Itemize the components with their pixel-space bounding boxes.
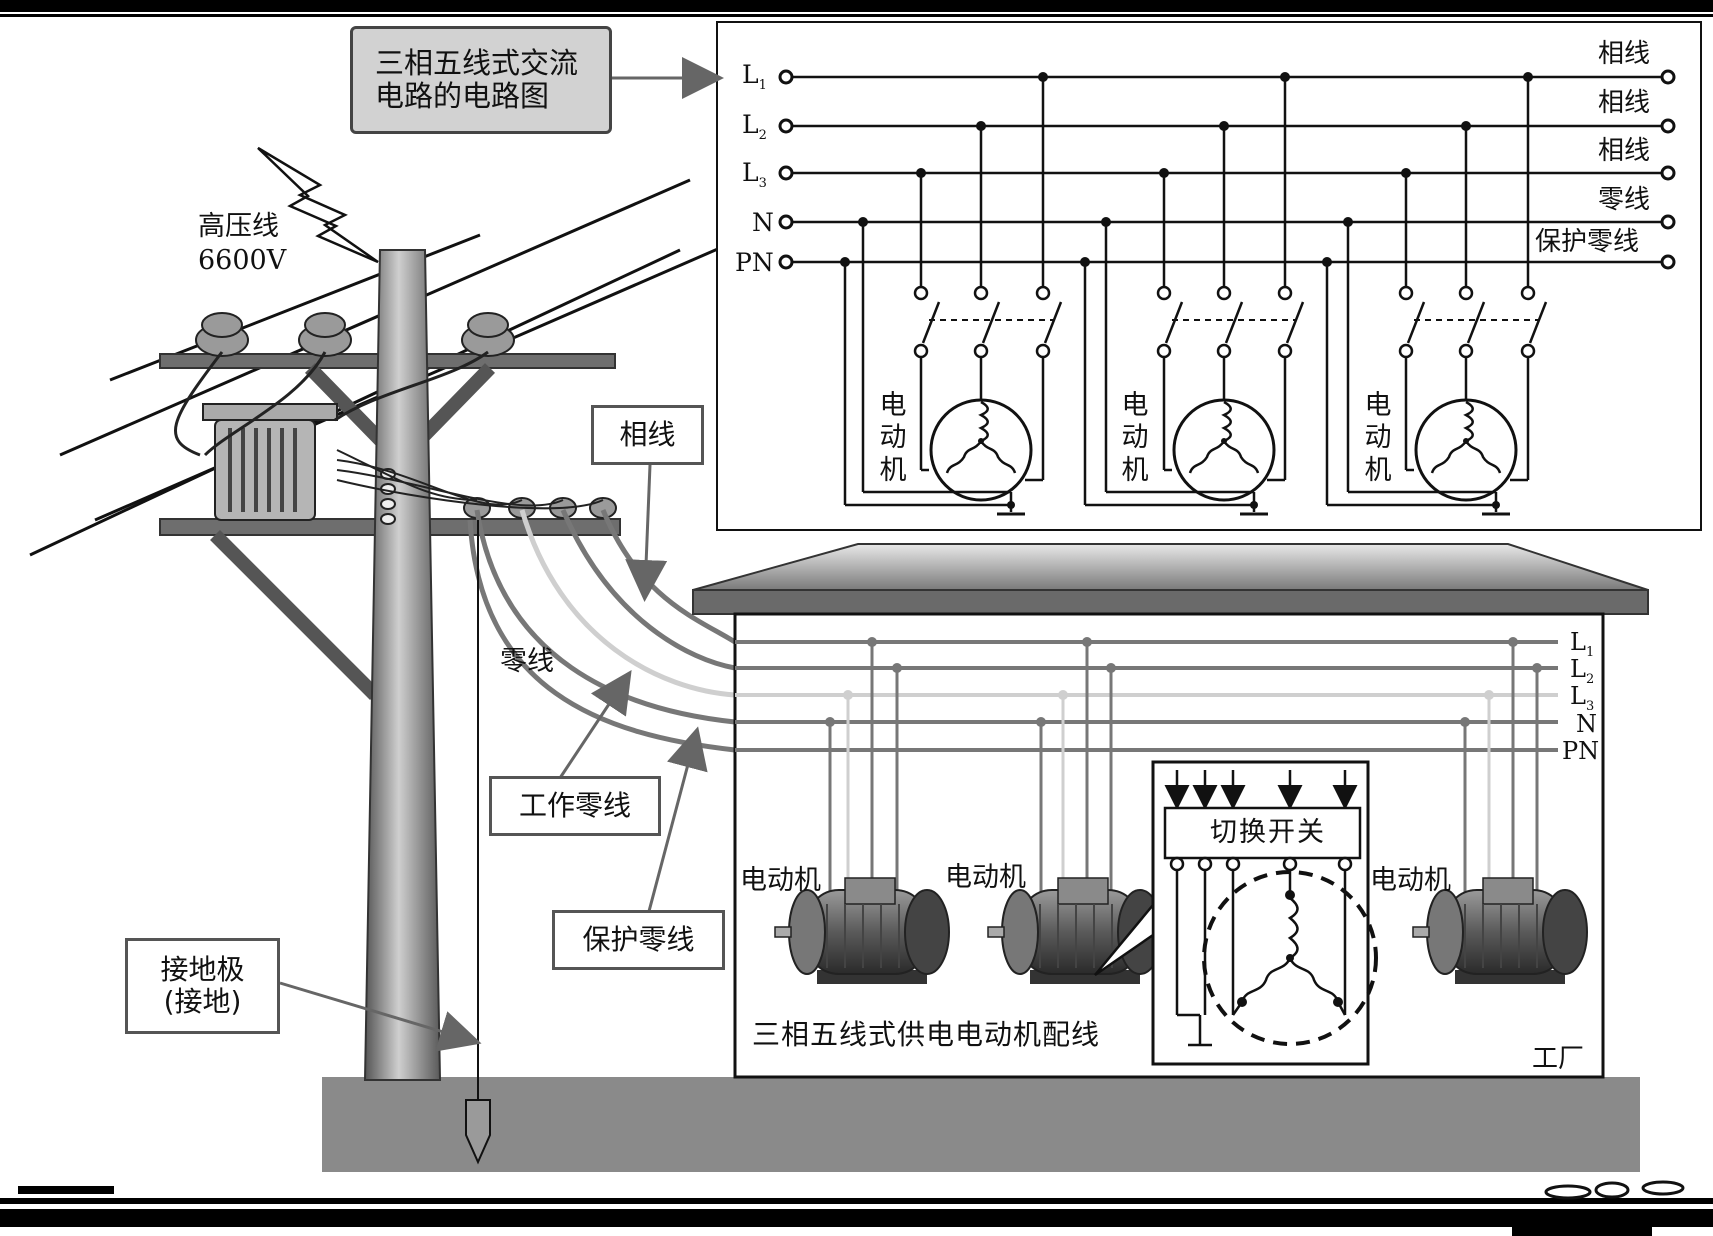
factory-line-label-PN: PN	[1562, 737, 1600, 765]
factory-line-label-L3: L3	[1570, 682, 1595, 714]
schematic-name-L2: 相线	[1598, 88, 1651, 118]
motor-drop-wires	[825, 637, 1542, 905]
factory-line-label-L2: L2	[1570, 655, 1595, 687]
schematic-diagram	[778, 69, 1676, 516]
working-neutral-arrow	[558, 669, 632, 779]
factory-line-label-L1: L1	[1570, 628, 1595, 660]
schematic-label-L2: L2	[742, 110, 767, 143]
schematic-label-PN: PN	[735, 248, 774, 277]
ground-strip	[322, 1077, 1640, 1172]
ground-arrow	[279, 981, 482, 1052]
schematic-name-L3: 相线	[1598, 136, 1651, 166]
ground-electrode-line2: (接地)	[163, 985, 242, 1018]
ground-electrode-box: 接地极 (接地)	[125, 938, 280, 1034]
schematic-motor-label-1: 电动机	[879, 390, 907, 486]
factory-line-label-N: N	[1576, 710, 1597, 738]
top-insulators	[195, 312, 515, 357]
transformer	[202, 403, 338, 521]
schematic-name-PN: 保护零线	[1535, 227, 1640, 257]
top-border	[0, 0, 1713, 12]
schematic-name-N: 零线	[1598, 185, 1651, 215]
neutral-wire-label: 零线	[500, 646, 554, 677]
switch-label: 切换开关	[1210, 817, 1326, 848]
high-voltage-label: 高压线 6600V	[198, 210, 286, 278]
utility-pole	[363, 249, 442, 1081]
motors	[774, 877, 1588, 984]
factory-roof	[692, 543, 1649, 591]
working-neutral-box: 工作零线	[489, 776, 661, 836]
motor-label-2: 电动机	[945, 862, 1026, 893]
circuit-title-box: 三相五线式交流 电路的电路图	[350, 26, 612, 134]
schematic-label-L1: L1	[742, 60, 767, 93]
motor-label-3: 电动机	[1370, 865, 1451, 896]
ground-rod	[465, 1099, 491, 1165]
phase-wire-arrow	[625, 464, 668, 602]
schematic-motor-label-2: 电动机	[1121, 390, 1149, 486]
schematic-name-L1: 相线	[1598, 39, 1651, 69]
phase-wire-box: 相线	[591, 405, 704, 465]
ground-electrode-line1: 接地极	[160, 952, 245, 986]
protective-neutral-box: 保护零线	[552, 910, 725, 970]
protective-neutral-label: 保护零线	[582, 922, 695, 956]
high-voltage-value: 6600V	[198, 244, 287, 276]
schematic-label-N: N	[752, 208, 774, 237]
circuit-title-line2: 电路的电路图	[375, 79, 550, 113]
lightning-bolt-icon	[257, 146, 379, 264]
wiring-caption: 三相五线式供电电动机配线	[752, 1018, 1101, 1051]
high-voltage-name: 高压线	[198, 211, 279, 242]
working-neutral-label: 工作零线	[518, 788, 631, 822]
factory-label: 工厂	[1532, 1044, 1585, 1074]
schematic-label-L3: L3	[742, 158, 767, 191]
switch-panel	[1151, 760, 1378, 1066]
motor-label-1: 电动机	[740, 865, 821, 896]
protective-neutral-arrow	[646, 726, 708, 916]
circuit-title-line1: 三相五线式交流	[375, 45, 579, 80]
schematic-motor-label-3: 电动机	[1364, 390, 1392, 486]
phase-wire-label: 相线	[619, 417, 676, 451]
bottom-border	[0, 1198, 1713, 1204]
